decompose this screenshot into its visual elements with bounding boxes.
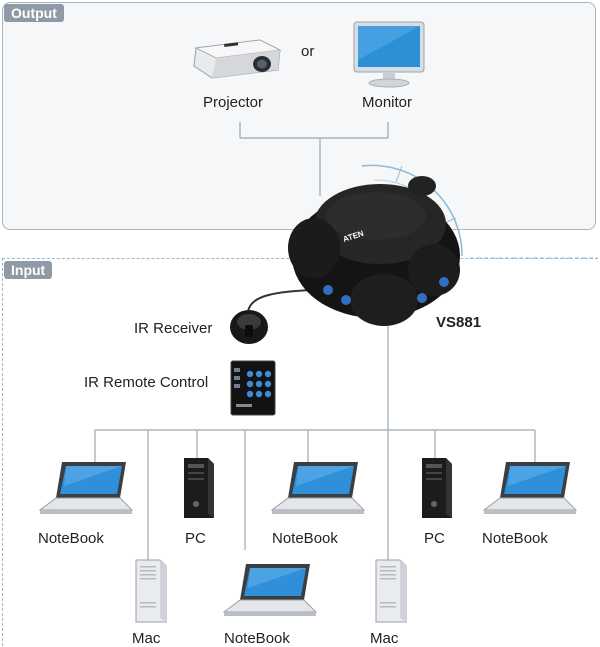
input-label: PC bbox=[424, 530, 445, 547]
pc-tower-icon bbox=[184, 458, 214, 518]
projector-icon bbox=[193, 39, 282, 79]
input-label: PC bbox=[185, 530, 206, 547]
mac-tower-icon bbox=[135, 559, 167, 623]
input-label: Mac bbox=[370, 630, 399, 647]
output-panel bbox=[2, 2, 596, 230]
input-label: NoteBook bbox=[224, 630, 290, 647]
monitor-label: Monitor bbox=[362, 94, 413, 111]
notebook-icon bbox=[482, 462, 578, 514]
device-name-label: VS881 bbox=[436, 314, 482, 331]
ir-remote-label: IR Remote Control bbox=[84, 374, 209, 391]
notebook-icon bbox=[222, 564, 318, 616]
or-label: or bbox=[301, 43, 315, 60]
input-section-label: Input bbox=[4, 261, 53, 279]
pc-tower-icon bbox=[422, 458, 452, 518]
input-label: NoteBook bbox=[482, 530, 548, 547]
output-section-label: Output bbox=[4, 4, 64, 22]
notebook-icon bbox=[270, 462, 366, 514]
input-label: NoteBook bbox=[272, 530, 338, 547]
ir-receiver-label: IR Receiver bbox=[134, 320, 213, 337]
ir-remote-icon bbox=[230, 360, 276, 416]
notebook-icon bbox=[38, 462, 134, 514]
projector-label: Projector bbox=[203, 94, 264, 111]
vs881-switch-device: ATEN bbox=[288, 164, 463, 326]
ir-receiver-icon bbox=[230, 310, 268, 344]
input-label: NoteBook bbox=[38, 530, 104, 547]
input-label: Mac bbox=[132, 630, 161, 647]
monitor-icon bbox=[353, 21, 425, 88]
mac-tower-icon bbox=[375, 559, 407, 623]
